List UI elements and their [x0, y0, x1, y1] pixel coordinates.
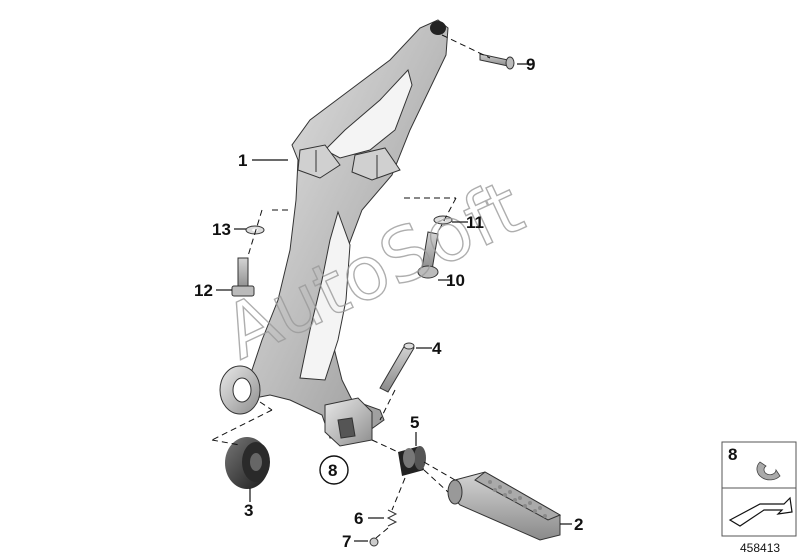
callout-8-circled: 8: [319, 455, 349, 485]
bolt-part-12: [231, 257, 255, 297]
diagram-number: 458413: [740, 541, 780, 555]
rubber-damper-part-3: [225, 437, 270, 489]
bolt-part-10: [417, 231, 439, 279]
callout-3: 3: [244, 501, 253, 520]
callout-1: 1: [238, 151, 247, 170]
pin-part-4: [379, 342, 415, 393]
assembly-lines: [211, 34, 491, 539]
bolt-part-9: [479, 53, 515, 70]
callout-9: 9: [526, 55, 535, 74]
callout-7: 7: [342, 532, 351, 551]
ball-part-7: [369, 537, 379, 547]
legend-box: 8: [721, 441, 797, 537]
footrest-bracket: [219, 19, 449, 447]
callout-4: 4: [432, 339, 442, 358]
callout-5: 5: [410, 413, 419, 432]
foot-peg-part-2: [447, 471, 562, 541]
spring-part-6: [386, 509, 398, 527]
sleeve-part-5: [398, 446, 426, 476]
clip-icon: [756, 461, 781, 481]
svg-text:8: 8: [328, 461, 337, 480]
callout-2: 2: [574, 515, 583, 534]
callout-12: 12: [194, 281, 213, 300]
callout-10: 10: [446, 271, 465, 290]
arrow-icon: [728, 496, 793, 527]
callout-6: 6: [354, 509, 363, 528]
legend-number: 8: [728, 445, 737, 464]
callout-13: 13: [212, 220, 231, 239]
leader-lines: [216, 63, 572, 542]
callout-11: 11: [466, 213, 484, 232]
